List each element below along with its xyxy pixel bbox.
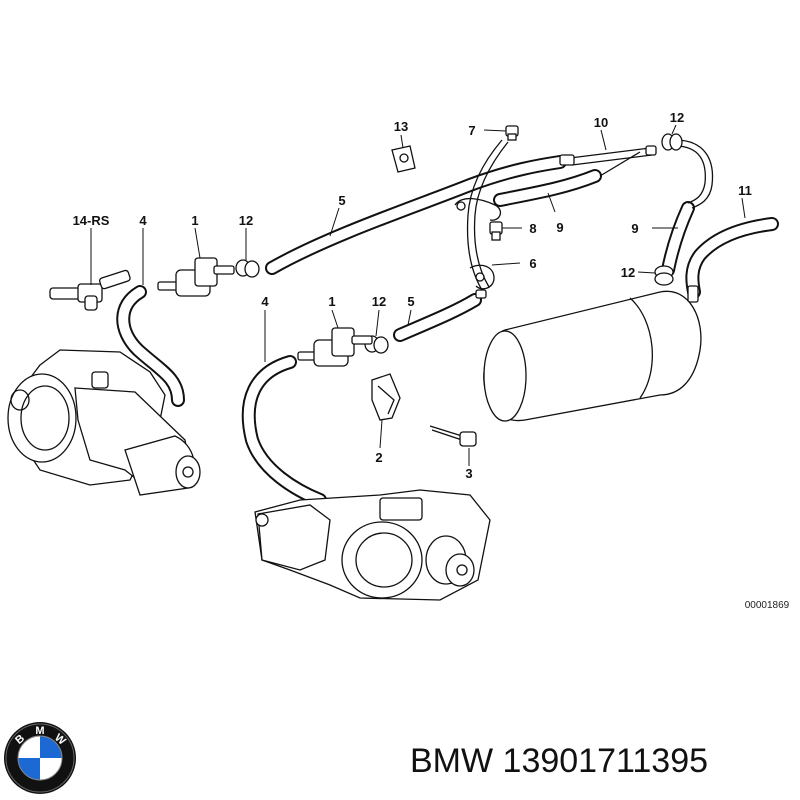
- hose-4-middle: [241, 355, 327, 507]
- callout-13: 13: [394, 119, 408, 134]
- callout-4-left: 4: [139, 213, 147, 228]
- callout-12-middle: 12: [372, 294, 386, 309]
- bracket-2: [371, 373, 401, 421]
- callout-10: 10: [594, 115, 608, 130]
- callout-5-middle: 5: [407, 294, 414, 309]
- diagram-reference: 00001869: [745, 600, 790, 611]
- callout-12-left: 12: [239, 213, 253, 228]
- hose-5-middle: [393, 293, 482, 342]
- callout-9-right: 9: [631, 221, 638, 236]
- callout-5-upper: 5: [338, 193, 345, 208]
- leader-lines: [90, 124, 746, 466]
- callout-2: 2: [375, 450, 382, 465]
- logo-letter-m: M: [35, 725, 44, 737]
- callout-8: 8: [529, 221, 536, 236]
- throttle-body-left: [7, 349, 201, 496]
- callout-3: 3: [465, 466, 472, 481]
- callout-6: 6: [529, 256, 536, 271]
- pipe-10: [559, 139, 714, 209]
- valve-1-upper: [157, 257, 235, 297]
- clamp-12-lower-right: [654, 265, 674, 286]
- hose-9-right: [661, 201, 695, 277]
- valve-1-middle: [297, 327, 373, 367]
- callout-1-middle: 1: [328, 294, 335, 309]
- clamp-12-top-right: [661, 133, 683, 151]
- throttle-body-bottom: [254, 489, 491, 601]
- part-number-caption: BMW 13901711395: [410, 742, 708, 780]
- callout-4-middle: 4: [261, 294, 269, 309]
- charcoal-canister: [483, 285, 702, 422]
- callout-12-top-right: 12: [670, 110, 684, 125]
- pipe-6: [454, 139, 509, 299]
- hose-11: [685, 217, 779, 299]
- hose-5-upper: [265, 155, 567, 275]
- callout-1-upper: 1: [191, 213, 198, 228]
- clip-13: [391, 145, 416, 173]
- callout-14-rs: 14-RS: [73, 213, 110, 228]
- screw-7: [505, 125, 519, 141]
- callout-7: 7: [468, 123, 475, 138]
- hose-4-left: [116, 285, 185, 407]
- screw-8: [489, 221, 503, 241]
- hose-9-upper: [493, 169, 602, 207]
- callout-11: 11: [738, 183, 752, 198]
- bmw-logo-icon: B M W: [4, 722, 76, 794]
- callout-9-upper: 9: [556, 220, 563, 235]
- bolt-3: [429, 425, 477, 447]
- t-piece-14-rs: [49, 269, 131, 311]
- clamp-12-left: [235, 259, 260, 278]
- callout-12-lower-right: 12: [621, 265, 635, 280]
